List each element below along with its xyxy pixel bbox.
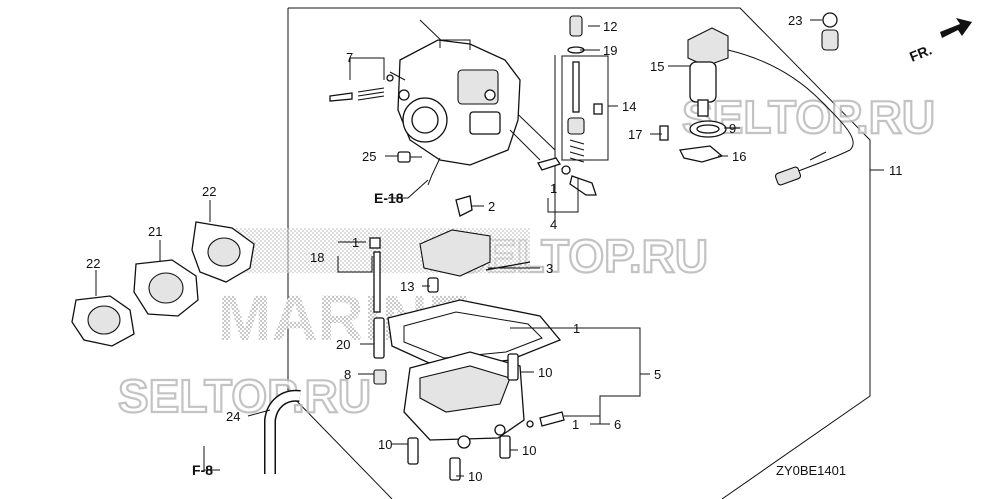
clip-23 — [821, 12, 839, 51]
callout-10-right: 10 — [538, 365, 552, 380]
callout-labels: 7 25 12 19 14 1 4 15 9 17 16 23 11 2 18 … — [86, 13, 903, 484]
insulator-gaskets — [71, 221, 255, 347]
callout-21: 21 — [148, 224, 162, 239]
callout-13: 13 — [400, 279, 414, 294]
float-chamber-gasket — [387, 299, 562, 369]
callout-20: 20 — [336, 337, 350, 352]
callout-7: 7 — [346, 50, 353, 65]
callout-15: 15 — [650, 59, 664, 74]
drain-tube-24 — [264, 389, 301, 474]
callout-17: 17 — [628, 127, 642, 142]
screw-13 — [427, 277, 439, 293]
front-label: FR. — [907, 41, 934, 64]
callout-1-gasket: 1 — [573, 321, 580, 336]
callout-22-top: 22 — [202, 184, 216, 199]
callout-10-left: 10 — [378, 437, 392, 452]
callout-2: 2 — [488, 199, 495, 214]
drawing-code: ZY0BE1401 — [776, 463, 846, 478]
callout-3: 3 — [546, 261, 553, 276]
solenoid-assembly — [659, 27, 854, 186]
float-chamber — [403, 351, 525, 449]
drain-screw-2 — [455, 195, 473, 217]
callout-22-left: 22 — [86, 256, 100, 271]
callout-6: 6 — [614, 417, 621, 432]
callout-16: 16 — [732, 149, 746, 164]
reference-e18: E-18 — [374, 190, 404, 206]
callout-25: 25 — [362, 149, 376, 164]
front-arrow-icon: FR. — [907, 18, 972, 65]
throttle-stop-screw — [329, 74, 394, 102]
reference-labels: E-18 F-8 ZY0BE1401 — [192, 190, 846, 478]
callout-24: 24 — [226, 409, 240, 424]
drain-screw-6 — [526, 411, 565, 428]
callout-23: 23 — [788, 13, 802, 28]
callout-8: 8 — [344, 367, 351, 382]
callout-1-pilot: 1 — [550, 181, 557, 196]
reference-f8: F-8 — [192, 462, 213, 478]
screw-25 — [397, 151, 422, 163]
callout-1-drain: 1 — [572, 417, 579, 432]
callout-14: 14 — [622, 99, 636, 114]
callout-5: 5 — [654, 367, 661, 382]
pilot-screw-assembly — [537, 157, 597, 196]
callout-9: 9 — [729, 121, 736, 136]
callout-10-lower-right: 10 — [522, 443, 536, 458]
watermark-top: SELTOP.RU — [682, 91, 935, 143]
carburetor-body — [389, 39, 541, 186]
callout-11: 11 — [889, 163, 903, 178]
callout-4: 4 — [550, 217, 557, 232]
bolt-set-10 — [407, 353, 519, 481]
leader-lines — [95, 19, 884, 477]
callout-18: 18 — [310, 250, 324, 265]
callout-1-float: 1 — [352, 235, 359, 250]
callout-10-bottom: 10 — [468, 469, 482, 484]
watermark-bottom: SELTOP.RU — [118, 370, 371, 422]
jet-stack — [567, 15, 603, 163]
callout-12: 12 — [603, 19, 617, 34]
float-assembly — [369, 229, 531, 313]
callout-19: 19 — [603, 43, 617, 58]
main-jet-20 — [373, 317, 385, 359]
main-jet-8 — [373, 369, 387, 385]
